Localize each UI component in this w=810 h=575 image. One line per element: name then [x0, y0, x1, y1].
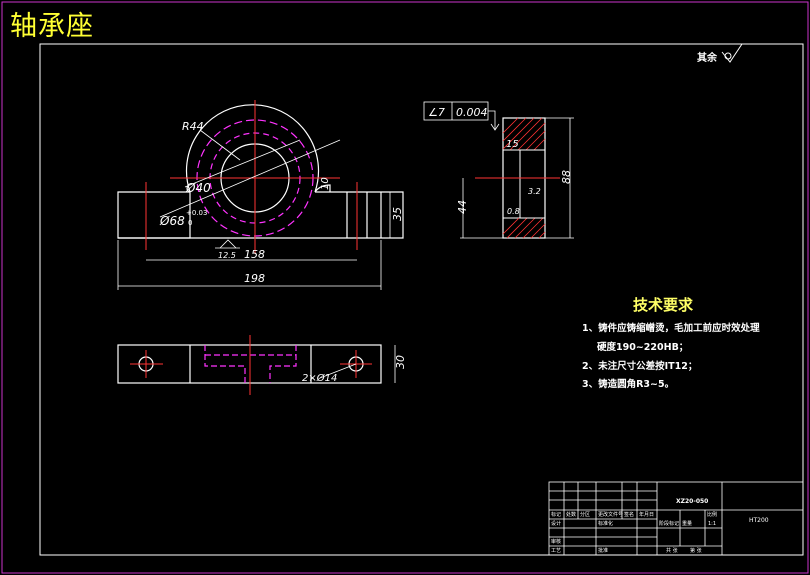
scale-value: 1:1	[708, 521, 716, 527]
requirement-2: 2、未注尺寸公差按IT12；	[582, 361, 698, 372]
inner-frame	[39, 43, 804, 556]
finish-note-label: 其余	[697, 51, 718, 64]
dim-d68-upper: +0.03	[186, 209, 207, 217]
dim-158: 158	[244, 248, 265, 261]
hatch-bottom	[502, 217, 546, 239]
tb-cell-4: 签名	[624, 511, 634, 518]
requirements-title: 技术要求	[633, 296, 694, 314]
top-centerlines	[130, 335, 372, 395]
flatness-frame	[423, 101, 500, 131]
dim-holes: 2×Ø14	[302, 372, 337, 384]
requirement-1: 1、铸件应铸缩嶒烫，毛加工前应时效处理	[582, 323, 760, 334]
tb-cell-6: 设计	[551, 520, 561, 527]
tb-cell-9: 重量	[682, 520, 692, 527]
dim-10: 10	[320, 177, 331, 190]
requirement-3: 3、铸造圆角R3~5。	[582, 379, 675, 390]
tb-cell-2: 分区	[580, 511, 590, 518]
dim-d68: Ø68	[159, 214, 185, 228]
housing-arc	[185, 104, 320, 193]
dim-roughness-0-8: 0.8	[507, 207, 520, 216]
dim-88: 88	[560, 170, 573, 184]
dim-198: 198	[244, 272, 265, 285]
tb-cell-15: 第 张	[690, 547, 702, 554]
hatch-top	[502, 117, 546, 151]
tb-cell-10: 比例	[707, 511, 717, 518]
dim-30: 30	[394, 355, 407, 369]
flatness-symbol: ∠7	[428, 106, 445, 119]
dim-15: 15	[506, 139, 519, 150]
tb-cell-12: 工艺	[551, 548, 561, 554]
dim-r44: R44	[182, 120, 204, 133]
tb-cell-13: 批准	[598, 547, 608, 554]
dim-roughness-12-5: 12.5	[218, 251, 236, 260]
side-dimension-lines	[460, 117, 574, 239]
dim-d68-lower: 0	[188, 219, 192, 227]
front-dimension-lines	[117, 129, 391, 290]
drawing-number: XZ20-050	[676, 498, 708, 505]
tb-cell-1: 处数	[566, 511, 576, 518]
tb-cell-14: 共 张	[666, 547, 678, 554]
tb-cell-3: 更改文件号	[598, 511, 623, 518]
boss	[314, 184, 331, 193]
tb-cell-8: 阶段标记	[659, 520, 679, 527]
dim-35: 35	[391, 207, 404, 221]
title-block-cells: 标记 处数 分区 更改文件号 签名 年月日 设计 标准化 阶段标记 重量 比例 …	[551, 511, 717, 554]
drawing-title: 轴承座	[10, 11, 94, 42]
surface-finish-icon	[721, 43, 743, 63]
dim-44: 44	[456, 200, 469, 214]
holes-leader	[319, 363, 357, 379]
side-view	[475, 117, 560, 239]
tb-cell-5: 年月日	[639, 511, 654, 518]
flatness-value: 0.004	[456, 106, 488, 119]
material: HT200	[749, 517, 769, 524]
tb-cell-7: 标准化	[598, 520, 613, 527]
requirement-1b: 硬度190~220HB；	[597, 342, 689, 353]
dim-roughness-3-2: 3.2	[528, 187, 541, 196]
base-outline	[118, 191, 404, 239]
tb-cell-11: 审核	[551, 538, 561, 545]
tb-cell-0: 标记	[551, 511, 561, 518]
finish-circle-icon	[724, 52, 732, 60]
dim-d40: Ø40	[185, 181, 211, 195]
front-centerlines	[145, 100, 358, 254]
title-block-grid	[548, 481, 804, 556]
